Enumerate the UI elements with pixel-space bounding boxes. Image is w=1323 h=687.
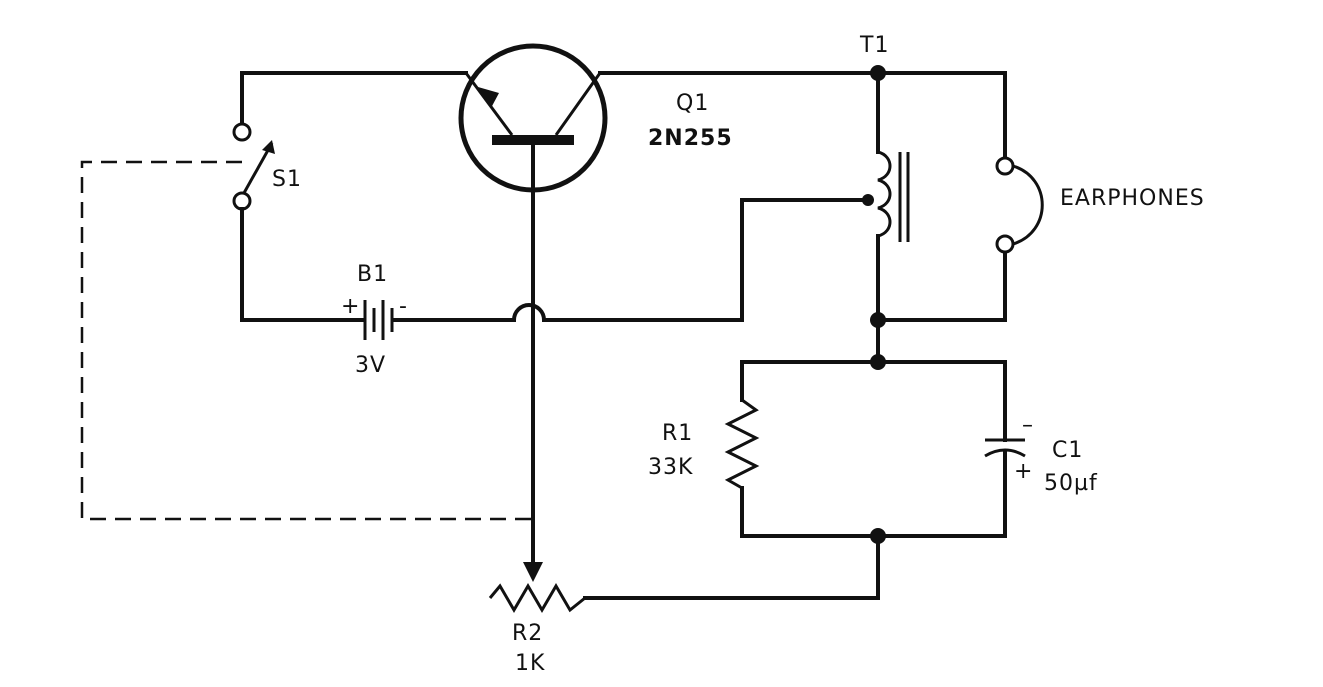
r2-value: 1K bbox=[515, 651, 545, 676]
switch-s1 bbox=[232, 122, 275, 211]
wire-r2-right bbox=[583, 534, 880, 600]
r1-label: R1 bbox=[662, 421, 693, 446]
q1-part: 2N255 bbox=[648, 126, 733, 151]
earphones-label: EARPHONES bbox=[1060, 186, 1205, 211]
b1-label: B1 bbox=[357, 262, 388, 287]
transformer-t1 bbox=[862, 150, 910, 242]
s1-label: S1 bbox=[272, 167, 302, 192]
r2-wiper-arrow bbox=[523, 562, 543, 582]
resistor-r1 bbox=[724, 398, 760, 490]
t1-label: T1 bbox=[859, 33, 889, 58]
c1-plus: + bbox=[1014, 459, 1033, 484]
r2-label: R2 bbox=[512, 621, 543, 646]
capacitor-c1 bbox=[984, 438, 1026, 458]
c1-label: C1 bbox=[1052, 438, 1083, 463]
mechanical-link-dashed bbox=[80, 160, 533, 521]
b1-plus: + bbox=[341, 294, 360, 319]
wire-battery-to-tap bbox=[392, 198, 870, 322]
b1-value: 3V bbox=[355, 353, 386, 378]
potentiometer-r2 bbox=[488, 583, 586, 613]
earphones-symbol bbox=[995, 156, 1044, 254]
b1-minus: - bbox=[399, 294, 408, 319]
q1-label: Q1 bbox=[676, 91, 709, 116]
c1-value: 50µf bbox=[1044, 471, 1098, 496]
r1-value: 33K bbox=[648, 455, 693, 480]
wire-earphones bbox=[876, 71, 1007, 322]
c1-minus: – bbox=[1022, 413, 1034, 438]
wire-r1-left bbox=[740, 360, 1007, 538]
wire-s1-bottom bbox=[240, 207, 364, 322]
battery-b1 bbox=[363, 300, 394, 340]
